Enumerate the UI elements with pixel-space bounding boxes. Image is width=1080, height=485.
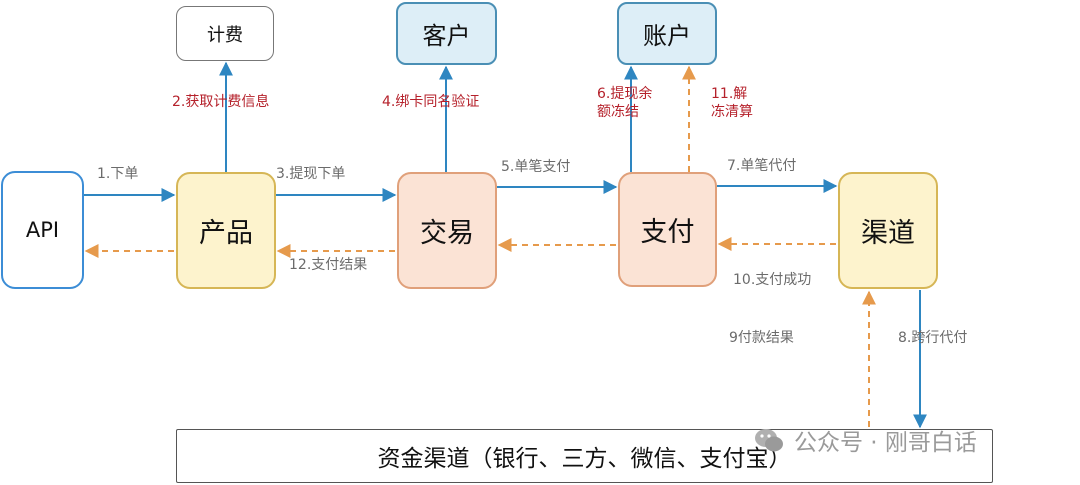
wechat-official-account-icon xyxy=(755,429,783,452)
label-5-single-pay: 5.单笔支付 xyxy=(501,159,571,175)
fund-channel-node: 资金渠道（银行、三方、微信、支付宝） xyxy=(176,429,993,483)
label-6-freeze-line2: 额冻结 xyxy=(597,104,639,120)
label-6-freeze-line1: 6.提现余 xyxy=(597,86,653,102)
label-3-withdraw-order: 3.提现下单 xyxy=(276,166,346,182)
label-11-unfreeze-line1: 11.解 xyxy=(711,86,748,102)
account-node: 账户 xyxy=(617,2,717,65)
watermark-text: 公众号 · 刚哥白话 xyxy=(794,430,977,456)
label-11-unfreeze-line2: 冻清算 xyxy=(711,104,753,120)
customer-node: 客户 xyxy=(396,2,497,65)
trade-node: 交易 xyxy=(397,172,497,289)
label-10-pay-success: 10.支付成功 xyxy=(733,272,812,288)
channel-node: 渠道 xyxy=(838,172,938,289)
label-12-pay-result: 12.支付结果 xyxy=(289,257,368,273)
payment-node: 支付 xyxy=(618,172,717,287)
label-1-order: 1.下单 xyxy=(97,166,139,182)
api-node: API xyxy=(1,171,84,289)
label-7-single-payout: 7.单笔代付 xyxy=(727,158,797,174)
label-9-payment-result: 9付款结果 xyxy=(729,330,794,346)
label-8-interbank-payout: 8.跨行代付 xyxy=(898,330,968,346)
watermark: 公众号 · 刚哥白话 xyxy=(752,423,977,457)
billing-node: 计费 xyxy=(176,6,274,61)
product-node: 产品 xyxy=(176,172,276,289)
label-4-card-verify: 4.绑卡同名验证 xyxy=(382,94,480,110)
label-2-billing: 2.获取计费信息 xyxy=(172,94,270,110)
